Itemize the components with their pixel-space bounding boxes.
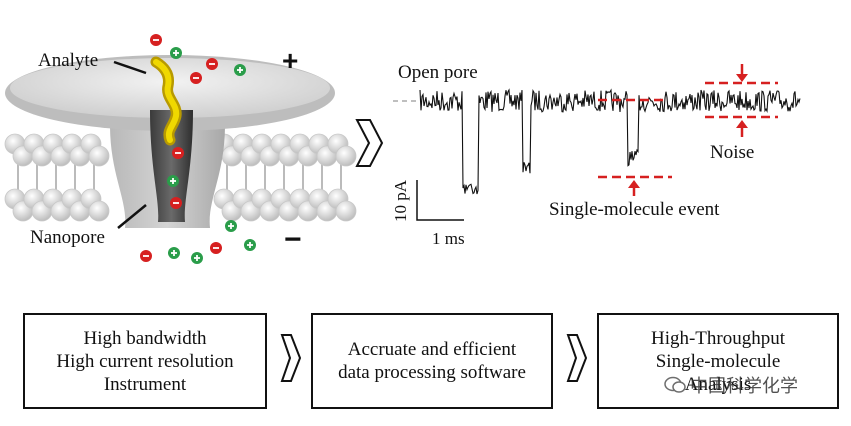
throughput-line-3: Analysis — [684, 373, 752, 395]
scale-bar: 10 pA 1 ms — [391, 179, 465, 248]
watermark: 中国科学化学 — [664, 372, 798, 398]
negative-electrode-sign: − — [284, 223, 302, 256]
nanopore-callout-line — [117, 204, 147, 229]
throughput-line-2: Single-molecule — [655, 350, 781, 372]
scale-y-label: 10 pA — [391, 179, 410, 222]
nanopore-label: Nanopore — [30, 227, 105, 248]
lipid-head — [88, 200, 110, 222]
throughput-box: High-Throughput Single-molecule Analysis — [597, 313, 839, 409]
analyte-label: Analyte — [38, 50, 98, 71]
noise-marker — [705, 64, 778, 137]
event-label: Single-molecule event — [549, 199, 720, 220]
nanopore-protein — [5, 55, 335, 228]
chevron-arrow-icon — [280, 334, 302, 382]
chevron-arrow-icon — [566, 334, 588, 382]
software-box: Accruate and efficient data processing s… — [311, 313, 553, 409]
analyte-callout-line — [113, 60, 147, 75]
instrument-line-3: Instrument — [103, 373, 187, 395]
lipid-head — [335, 145, 357, 167]
current-trace — [419, 88, 801, 195]
instrument-line-2: High current resolution — [56, 350, 234, 372]
wechat-logo-icon — [664, 376, 686, 393]
positive-electrode-sign: + — [282, 45, 298, 76]
event-marker — [598, 98, 672, 196]
lipid-head — [335, 200, 357, 222]
scale-x-label: 1 ms — [432, 229, 465, 248]
software-line-2: data processing software — [338, 362, 526, 383]
lipid-head — [88, 145, 110, 167]
ion-group — [140, 34, 256, 264]
instrument-box: High bandwidth High current resolution I… — [23, 313, 267, 409]
lipid-bilayer — [4, 133, 357, 222]
instrument-line-1: High bandwidth — [83, 327, 207, 349]
throughput-line-1: High-Throughput — [650, 327, 786, 349]
software-line-1: Accruate and efficient — [347, 339, 517, 360]
chevron-arrow-icon — [355, 119, 384, 167]
open-pore-label: Open pore — [398, 62, 478, 83]
watermark-text: 中国科学化学 — [690, 376, 798, 397]
noise-label: Noise — [710, 142, 754, 163]
